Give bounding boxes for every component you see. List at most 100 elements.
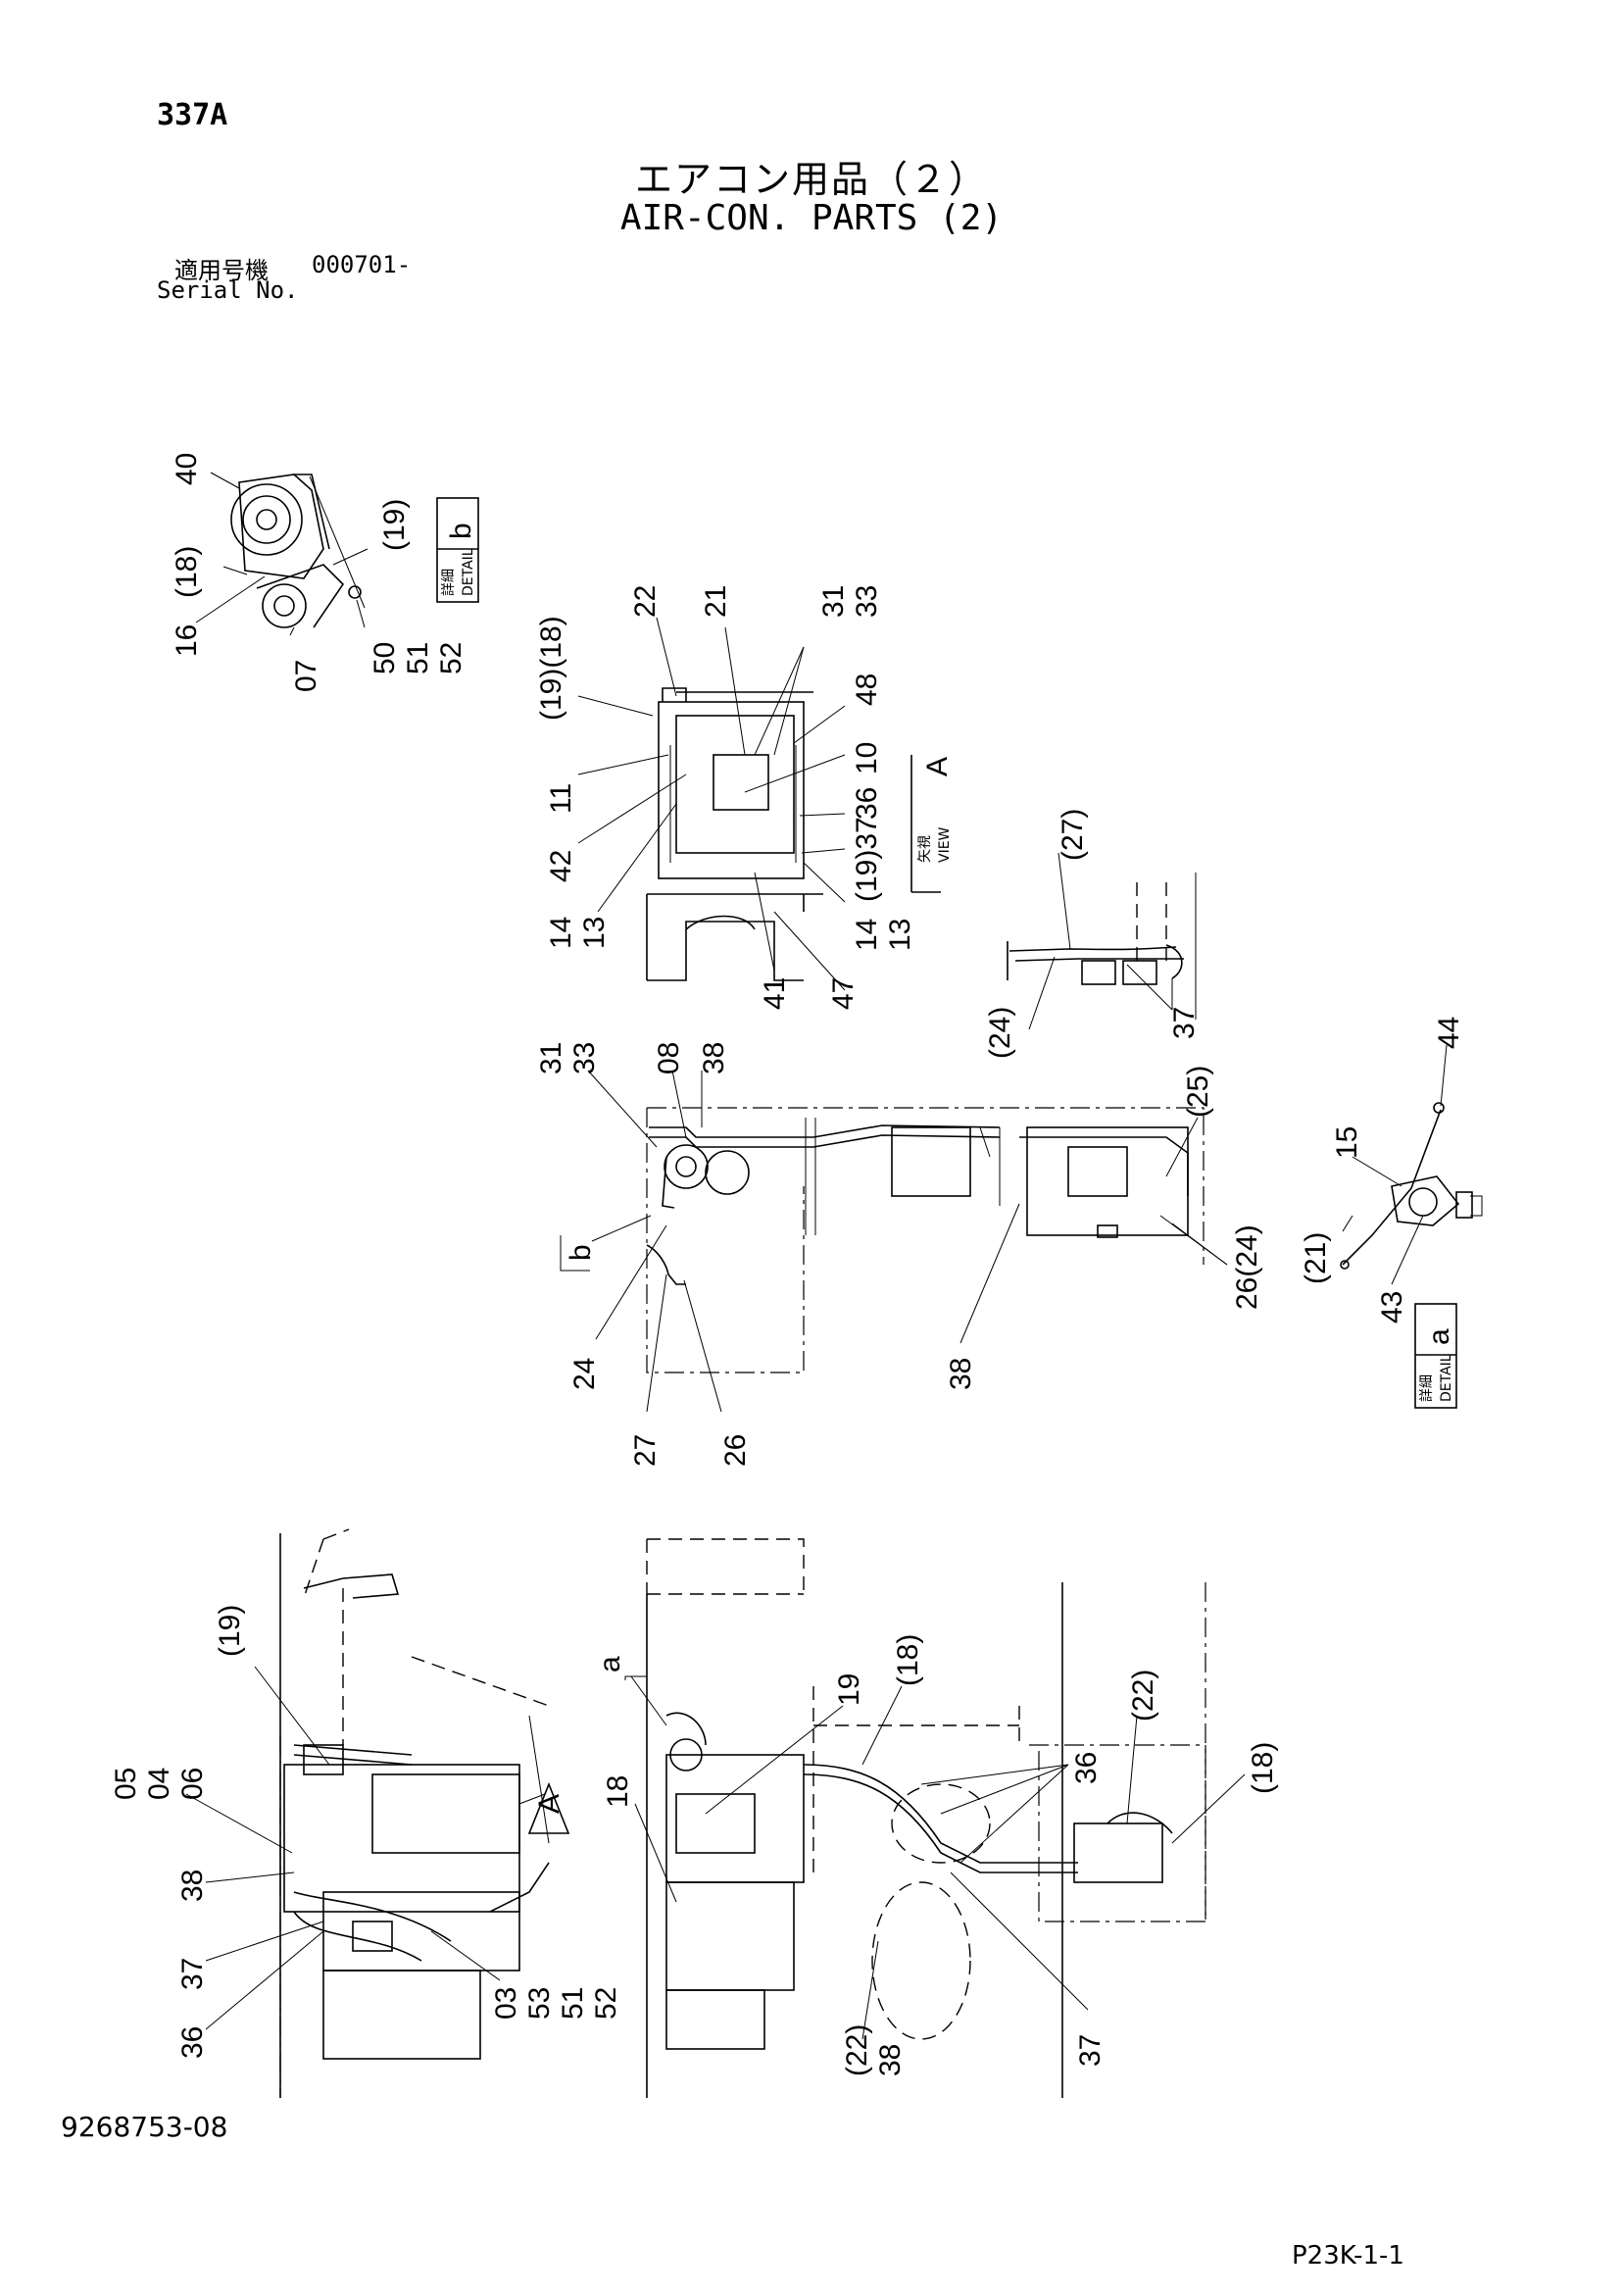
callout-label: 51: [557, 1987, 589, 2020]
callout-label: (25): [1182, 1066, 1214, 1118]
callout-label: (21): [1300, 1232, 1332, 1284]
callout-label: 14: [851, 919, 883, 951]
callout-label: 08: [653, 1042, 685, 1074]
detail-b-labels: 40 (18) 16 07 (19) 50 51 52: [171, 453, 467, 692]
page-number: 337A: [157, 98, 228, 132]
callout-label: 33: [568, 1042, 601, 1074]
callout-label: 13: [884, 919, 916, 951]
view-a-marker: 矢視 VIEW A: [910, 755, 954, 893]
callout-label: 10: [851, 742, 883, 774]
callout-label: 36: [176, 2026, 209, 2059]
detail-letter: b: [445, 523, 477, 539]
callout-label: 05: [110, 1768, 142, 1800]
callout-label: 52: [590, 1987, 622, 2020]
callout-label: 24: [568, 1358, 601, 1390]
callout-label: 14: [545, 917, 577, 949]
bottom-left-drawing: [185, 1528, 570, 2098]
callout-label: (18): [171, 546, 203, 598]
detail-en: DETAIL: [461, 548, 476, 596]
callout-label: 36: [851, 787, 883, 820]
bottom-left-labels: (19) 05 04 06 38 37 36 03 53 51 52 A: [110, 1605, 622, 2059]
detail-en: DETAIL: [1439, 1354, 1454, 1402]
callout-label: A: [533, 1794, 566, 1814]
callout-label: 43: [1376, 1291, 1408, 1323]
callout-label: 21: [700, 585, 732, 618]
callout-label: 33: [851, 585, 883, 618]
callout-label: 36: [1070, 1752, 1103, 1784]
callout-label: 53: [523, 1987, 556, 2020]
view-letter: A: [921, 757, 954, 776]
callout-label: 15: [1331, 1126, 1363, 1159]
detail-a-labels: 44 15 (21) 43: [1300, 1017, 1465, 1323]
callout-label: 27: [629, 1434, 662, 1467]
callout-label: 41: [759, 977, 791, 1010]
serial-label-english: Serial No.: [157, 276, 299, 304]
callout-label: 26: [719, 1434, 752, 1467]
callout-label: 03: [490, 1987, 522, 2020]
callout-label: 37: [176, 1958, 209, 1990]
callout-label: (19)37: [851, 817, 883, 902]
detail-jp: 詳細: [1419, 1374, 1435, 1402]
detail-b-drawing: [195, 472, 369, 636]
serial-value: 000701-: [312, 251, 412, 278]
serial-label-japanese: 適用号機: [174, 257, 269, 284]
view-a-drawing: [1007, 852, 1197, 1030]
top-view-labels: 22 21 31 33 (19)(18) 48 10 11 42 14 13 3…: [535, 585, 916, 1010]
callout-label: 04: [143, 1768, 175, 1800]
page-reference: P23K-1-1: [1292, 2241, 1404, 2271]
callout-label: (24): [984, 1007, 1016, 1059]
callout-label: 37: [1074, 2034, 1107, 2067]
callout-label: (19): [378, 499, 411, 551]
callout-label: a: [594, 1656, 626, 1672]
callout-label: 19: [833, 1673, 865, 1706]
bottom-right-drawing: [630, 1538, 1246, 2098]
middle-drawing: [587, 1070, 1228, 1413]
callout-label: 44: [1433, 1017, 1465, 1049]
callout-label: (22): [841, 2024, 873, 2076]
view-jp: 矢視: [917, 835, 933, 863]
detail-a-box: 詳細 DETAIL a: [1414, 1303, 1457, 1409]
callout-label: 38: [874, 2044, 907, 2076]
callout-label: (18): [1247, 1742, 1279, 1794]
detail-letter: a: [1423, 1328, 1455, 1345]
title-english: AIR-CON. PARTS (2): [619, 198, 1004, 238]
callout-label: 26(24): [1231, 1224, 1263, 1310]
middle-labels: 31 33 08 38 b 24 27 26 38 (25) 26(24): [535, 1042, 1263, 1467]
callout-label: 51: [402, 642, 434, 674]
view-a-labels: (27) (24) 37: [984, 809, 1201, 1059]
bottom-right-labels: a 19 (18) 18 36 (22) (18) (22) 38 37: [594, 1634, 1279, 2076]
callout-label: b: [565, 1244, 597, 1261]
callout-label: 11: [545, 783, 577, 814]
callout-label: 22: [629, 585, 662, 618]
view-en: VIEW: [937, 826, 953, 863]
callout-label: 06: [176, 1768, 209, 1800]
top-view-drawing: [577, 617, 846, 991]
callout-label: 38: [945, 1358, 977, 1390]
callout-label: 37: [1168, 1007, 1201, 1039]
callout-label: (19)(18): [535, 616, 567, 721]
callout-label: 47: [827, 977, 860, 1010]
callout-label: 40: [171, 453, 203, 485]
callout-label: 31: [817, 585, 850, 618]
callout-label: (27): [1057, 809, 1089, 861]
detail-a-drawing: [1340, 1044, 1483, 1285]
callout-label: 31: [535, 1042, 567, 1074]
callout-label: 38: [176, 1870, 209, 1902]
callout-label: 38: [698, 1042, 730, 1074]
callout-label: 13: [578, 917, 611, 949]
callout-label: 18: [602, 1775, 634, 1808]
callout-label: 52: [435, 642, 467, 674]
callout-label: 50: [369, 642, 401, 674]
document-number: 9268753-08: [61, 2111, 228, 2143]
callout-label: 48: [851, 674, 883, 706]
callout-label: (19): [214, 1605, 246, 1657]
callout-label: 07: [290, 660, 322, 692]
detail-jp: 詳細: [441, 569, 457, 596]
detail-b-box: 詳細 DETAIL b: [436, 497, 479, 603]
callout-label: 16: [171, 624, 203, 657]
callout-label: (22): [1127, 1670, 1159, 1722]
callout-label: 42: [545, 850, 577, 882]
title-japanese: エアコン用品（２）: [634, 158, 988, 201]
callout-label: (18): [892, 1634, 924, 1686]
